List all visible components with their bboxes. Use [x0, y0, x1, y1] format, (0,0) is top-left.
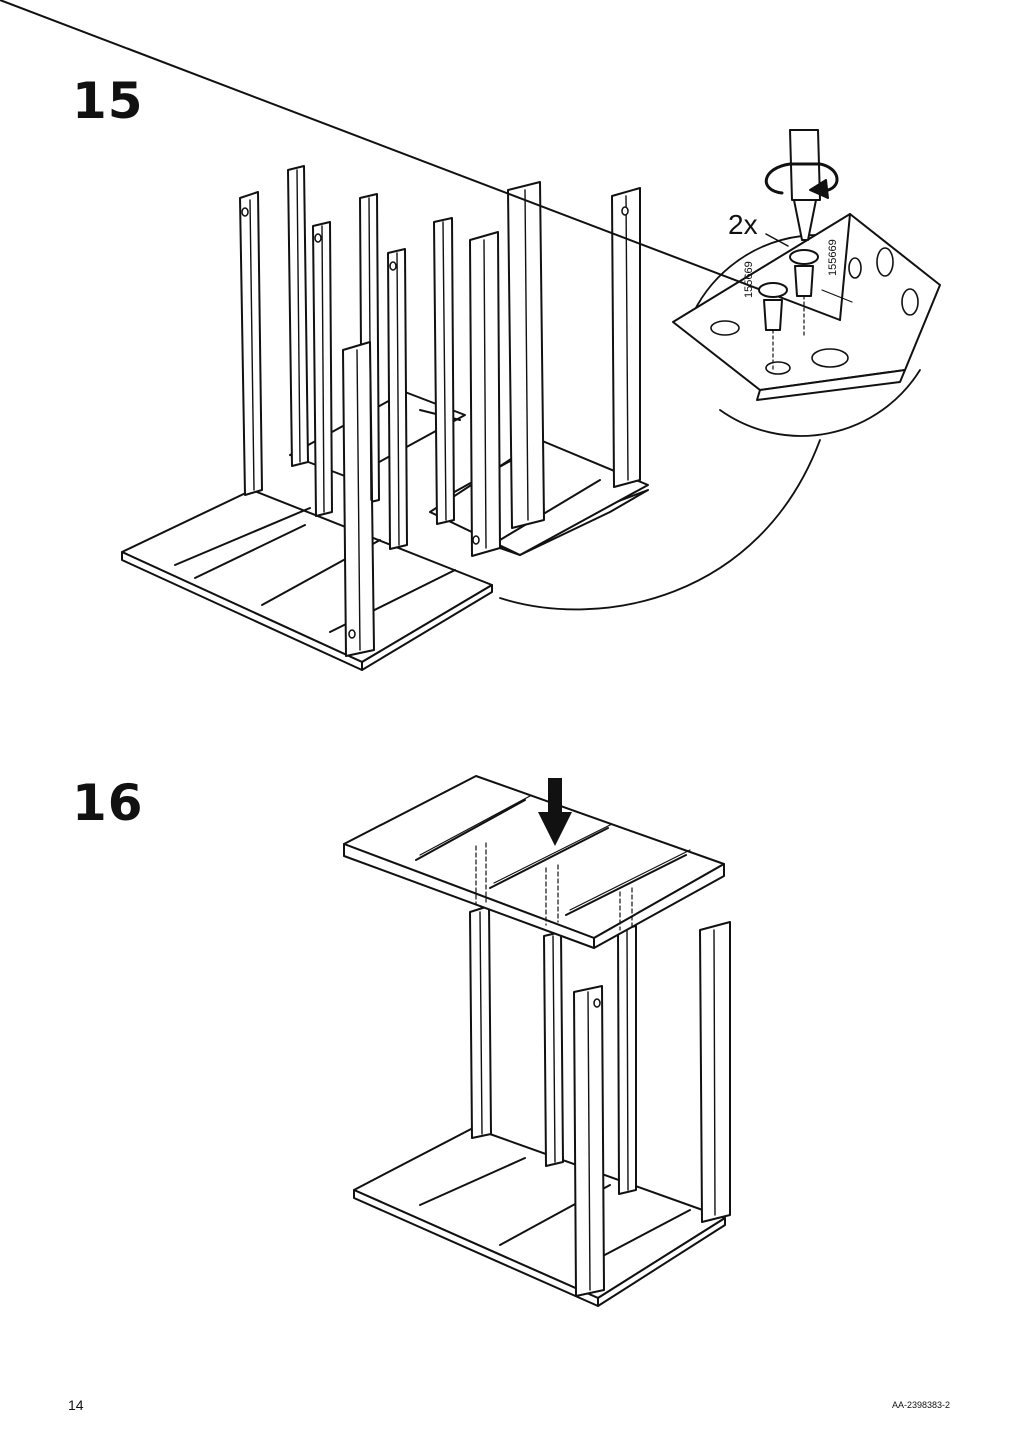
leg-details	[249, 169, 629, 651]
screw-bracket-detail-icon: 2x 155669 155669	[0, 0, 941, 437]
step-15-number: 15	[72, 72, 144, 130]
step-16-number: 16	[72, 774, 144, 832]
clockwise-rotation-icon	[764, 162, 839, 199]
quantity-label: 2x	[728, 209, 758, 240]
page-number: 14	[68, 1397, 84, 1413]
step-16-illustration	[343, 775, 731, 1307]
top-panel	[343, 775, 725, 949]
document-id: AA-2398383-2	[891, 1400, 950, 1410]
part-number-2: 155669	[827, 239, 839, 276]
screw-2	[789, 249, 819, 339]
part-number-1: 155669	[743, 261, 755, 298]
holes	[241, 206, 629, 639]
callout-curve	[499, 439, 821, 611]
screwdriver	[789, 129, 821, 241]
down-arrow-icon	[538, 778, 572, 846]
step-15-illustration	[121, 165, 821, 671]
screw-1	[758, 282, 788, 371]
bottom-panel	[353, 1127, 726, 1307]
